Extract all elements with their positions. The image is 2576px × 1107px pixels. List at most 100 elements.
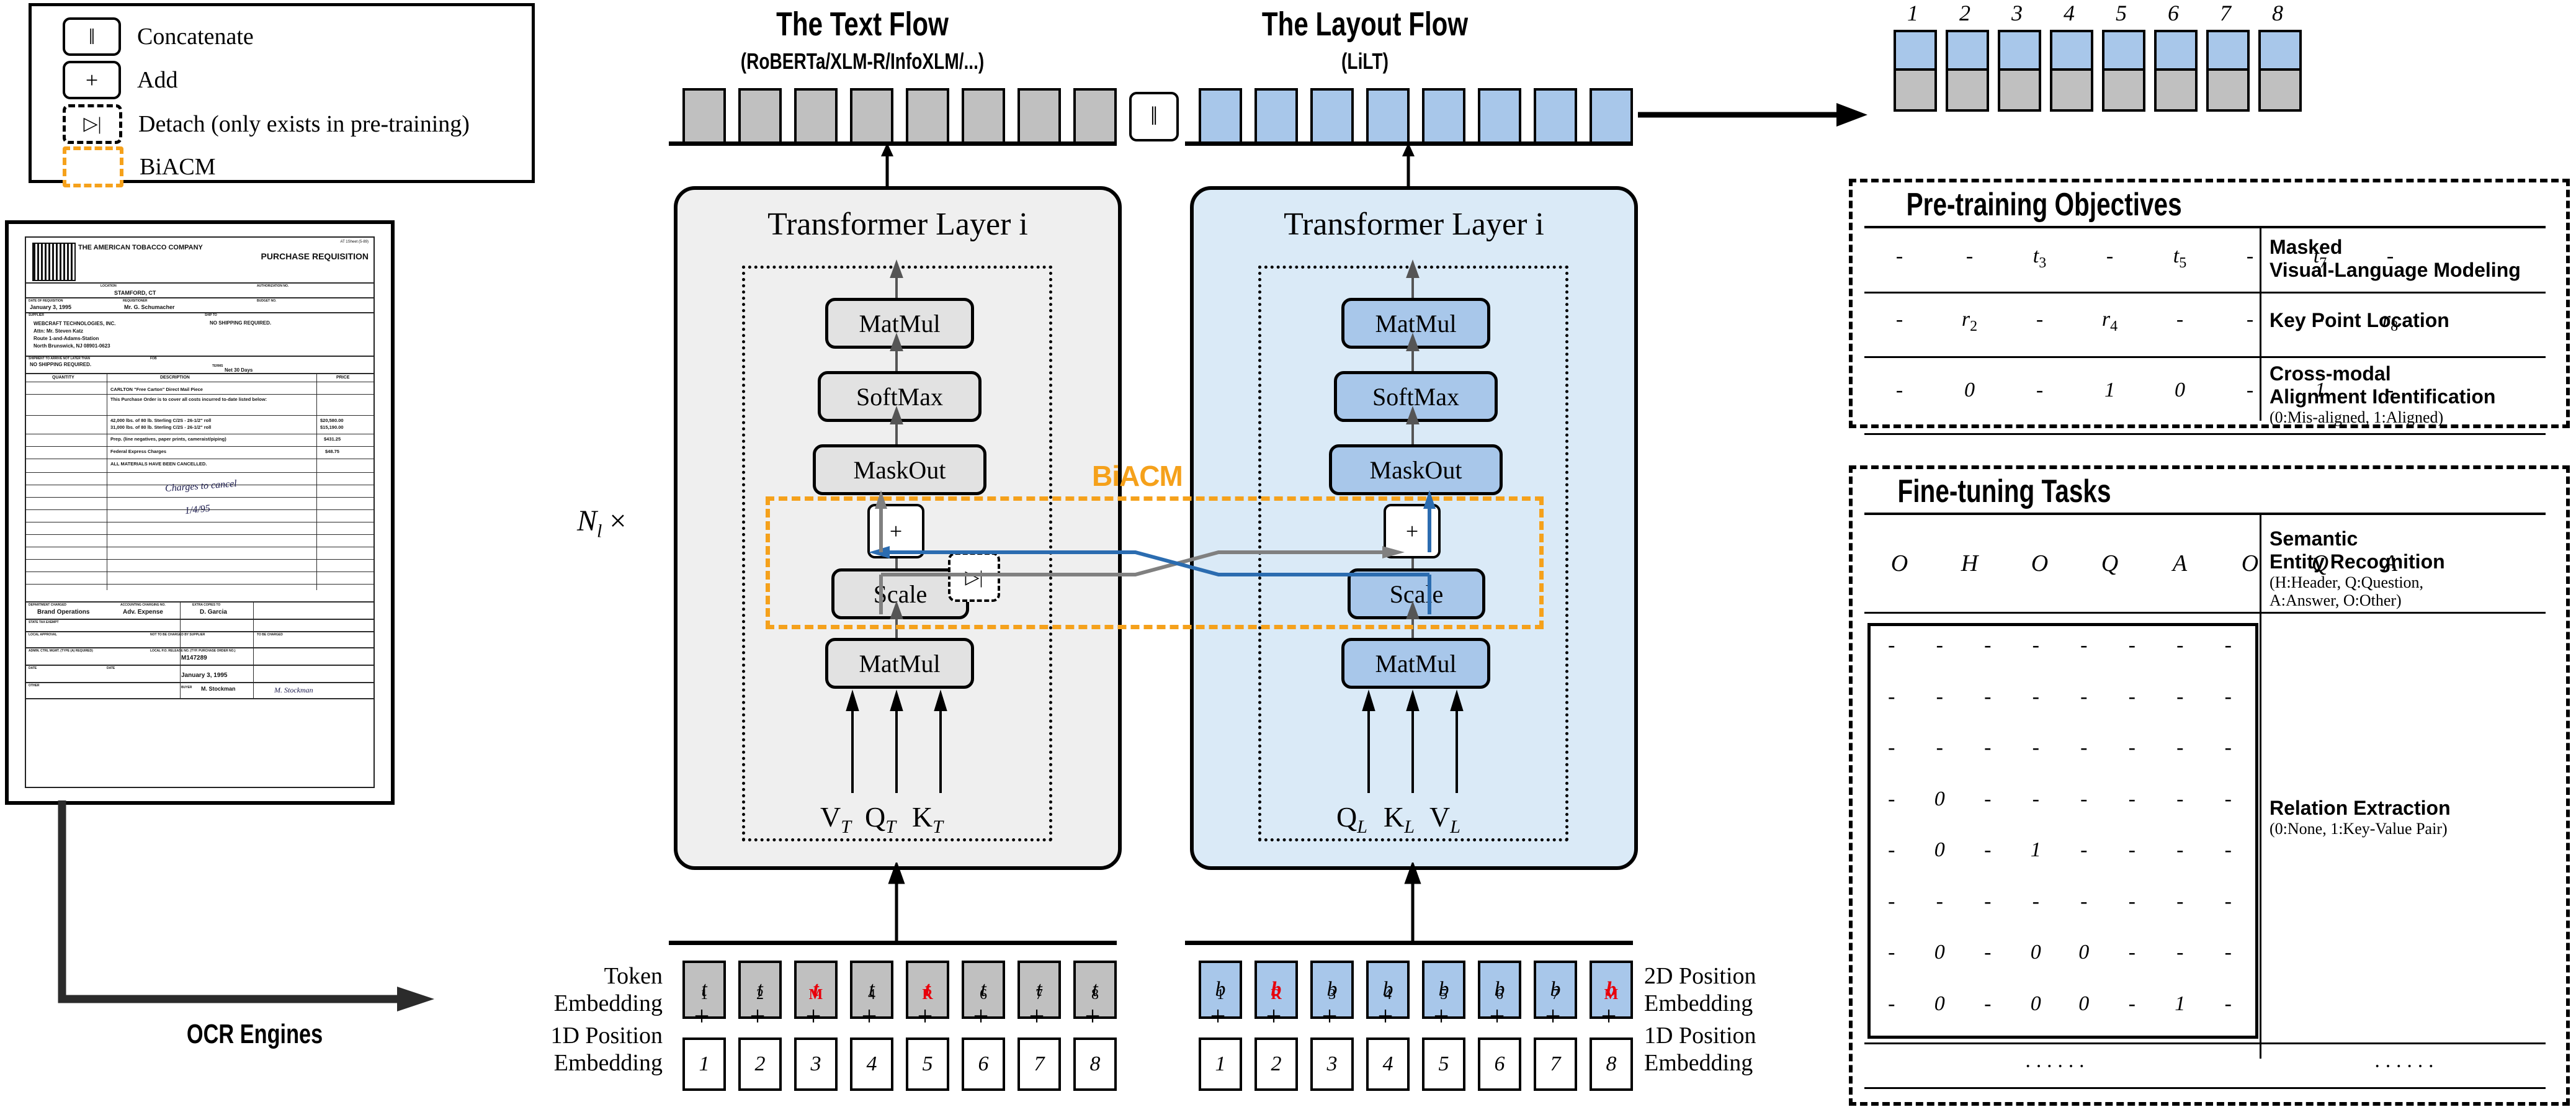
relation-matrix-cell: -	[2128, 992, 2135, 1015]
text-add-node: +	[867, 504, 924, 558]
re-bottom-rule	[1864, 1042, 2546, 1044]
repeat-count-sub: l	[597, 521, 602, 542]
document-footer-label-date2: DATE	[107, 666, 115, 670]
relation-matrix-cell: -	[1984, 992, 1992, 1015]
text-embedding-plus-sign: +	[973, 1001, 989, 1031]
relation-matrix-cell: 0	[1934, 838, 1945, 862]
pos1d-label-right-l2: Embedding	[1644, 1049, 1753, 1076]
relation-matrix-cell: -	[1984, 684, 1992, 708]
text-output-token	[1073, 88, 1117, 144]
relation-matrix-cell: -	[2224, 992, 2232, 1015]
output-bar-bottom	[2206, 68, 2250, 112]
relation-matrix-cell: -	[2080, 787, 2088, 810]
pretraining-cell: -	[2176, 308, 2184, 331]
document-field-value-terms: Net 30 Days	[225, 367, 253, 373]
finetuning-panel	[1849, 465, 2570, 1106]
layout-embedding-plus-sign: +	[1322, 1001, 1338, 1031]
output-bar-top	[1998, 30, 2041, 73]
text-output-token	[962, 88, 1005, 144]
document-logo	[32, 243, 76, 281]
re-label-l1: Relation Extraction	[2270, 797, 2451, 819]
relation-matrix-cell: -	[2080, 838, 2088, 862]
pretraining-row-label-l1: Cross-modal	[2270, 362, 2391, 385]
text-op-matmul-bottom: MatMul	[825, 638, 974, 689]
legend-item-concatenate: ‖ Concatenate	[63, 17, 254, 56]
document-row-4-price: $48.75	[325, 449, 339, 454]
relation-matrix-cell: -	[2032, 889, 2039, 913]
relation-matrix-cell: -	[2176, 838, 2184, 862]
document-field-label-location: LOCATION	[101, 284, 117, 288]
layout-output-token	[1590, 88, 1633, 144]
layout-embedding-position: 3	[1310, 1038, 1354, 1091]
pretraining-cell: t5	[2173, 244, 2187, 271]
text-input-v: VT	[820, 800, 851, 838]
document-field-label-terms: TERMS	[212, 364, 223, 368]
output-bar-bottom	[2102, 68, 2145, 112]
document-field-label-arrive: SHIPMENT TO ARRIVE NOT LATER THAN	[29, 357, 91, 361]
relation-matrix-cell: -	[1936, 684, 1943, 708]
relation-matrix-cell: 0	[1934, 941, 1945, 964]
embedding-to-panel-arrows	[888, 863, 1421, 944]
document-row-2-price: $20,580.00 $15,190.00	[320, 418, 344, 430]
document-footer-label-other: OTHER	[29, 684, 40, 688]
pretraining-cell: -	[2246, 379, 2254, 401]
relation-matrix-cell: -	[1888, 941, 1895, 964]
output-bar-number: 3	[2011, 1, 2023, 25]
document-footer-label-tobecharged: TO BE CHARGED	[257, 633, 283, 637]
pretraining-row-label-l2: Alignment Identification	[2270, 385, 2496, 408]
layout-output-token	[1310, 88, 1354, 144]
pretraining-top-rule	[1864, 226, 2546, 228]
relation-matrix-cell: -	[2128, 684, 2135, 708]
text-input-v-base: V	[820, 801, 841, 833]
document-field-label-shipto: SHIP TO	[205, 313, 217, 317]
legend-item-biacm: BiACM	[63, 146, 215, 187]
output-bar-number: 8	[2272, 1, 2283, 25]
layout-op-matmul-bottom: MatMul	[1341, 638, 1490, 689]
text-input-k: KT	[912, 800, 943, 838]
concatenate-node: ‖	[1129, 92, 1179, 141]
relation-matrix	[1867, 623, 2258, 1039]
relation-matrix-cell: -	[2080, 684, 2088, 708]
document-footer-value-mnumber: M147289	[181, 655, 207, 661]
relation-matrix-cell: -	[1936, 634, 1943, 657]
pretraining-cell: 1	[2104, 379, 2115, 401]
document-field-value-supplier: WEBCRAFT TECHNOLOGIES, INC. Attn: Mr. St…	[34, 321, 116, 349]
output-bar-number: 1	[1907, 1, 1918, 25]
output-bar-top	[2258, 30, 2302, 73]
pos1d-embedding-label-right: 1D Position Embedding	[1644, 1023, 1756, 1077]
output-bar-top	[2154, 30, 2198, 73]
relation-matrix-cell: -	[2176, 941, 2184, 964]
pretraining-cell: -	[2386, 379, 2394, 401]
document-footer-value-dept: Brand Operations	[37, 609, 90, 616]
relation-matrix-cell: -	[1984, 634, 1992, 657]
text-input-v-sub: T	[841, 817, 851, 838]
pretraining-row-label-l1: Masked	[2270, 236, 2343, 258]
pos1d-label-left-l1: 1D Position	[550, 1023, 663, 1049]
token-embedding-label: Token Embedding	[539, 963, 663, 1017]
relation-matrix-cell: 1	[2030, 838, 2041, 862]
relation-matrix-cell: -	[1984, 838, 1992, 862]
concatenate-icon: ‖	[63, 17, 121, 56]
layout-embedding-position: 6	[1478, 1038, 1521, 1091]
relation-matrix-cell: -	[2080, 634, 2088, 657]
document-th-price: PRICE	[336, 375, 350, 380]
relation-matrix-cell: -	[2224, 634, 2232, 657]
legend-label-detach: Detach (only exists in pre-training)	[138, 111, 470, 137]
text-embedding-position: 5	[906, 1038, 949, 1091]
relation-matrix-cell: -	[1936, 736, 1943, 760]
relation-matrix-cell: -	[2032, 787, 2039, 810]
text-layer-title: Transformer Layer i	[767, 207, 1028, 242]
finetuning-top-rule	[1864, 513, 2546, 515]
document-field-value-shipto: NO SHIPPING REQUIRED.	[210, 320, 272, 326]
layout-input-q-base: Q	[1336, 801, 1357, 833]
